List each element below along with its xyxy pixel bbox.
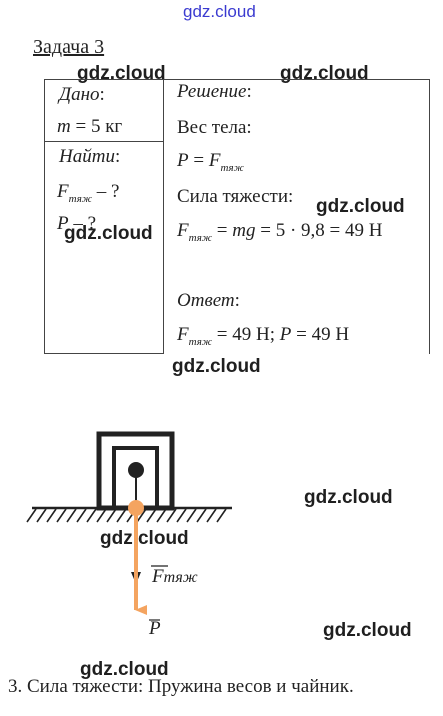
hatch-line — [56, 508, 67, 523]
item3-text: 3. Сила тяжести: Пружина весов и чайник. — [8, 676, 354, 697]
watermark: gdz.cloud — [280, 63, 369, 84]
table-bottom-left-border — [44, 353, 164, 354]
find-heading: Найти: — [59, 146, 121, 167]
given-separator — [44, 141, 164, 142]
given-heading: Дано: — [59, 84, 105, 105]
solution-heading: Решение: — [177, 81, 252, 102]
given-mass: m = 5 кг — [57, 116, 123, 137]
hatch-line — [136, 508, 147, 523]
hatch-line — [166, 508, 177, 523]
hatch-line — [96, 508, 107, 523]
task-title: Задача 3 — [33, 36, 105, 58]
watermark: gdz.cloud — [172, 356, 261, 377]
watermark: gdz.cloud — [77, 63, 166, 84]
hatch-line — [26, 508, 37, 523]
watermark: gdz.cloud — [80, 659, 169, 680]
force-label: Fтяж — [152, 566, 198, 587]
hatch-line — [196, 508, 207, 523]
hatch-line — [36, 508, 47, 523]
hatch-line — [116, 508, 127, 523]
equation-weight: P = Fтяж — [177, 150, 244, 174]
gravity-label: Сила тяжести: — [177, 186, 294, 207]
answer-heading: Ответ: — [177, 290, 240, 311]
table-left-border — [44, 79, 45, 354]
watermark: gdz.cloud — [304, 487, 393, 508]
hatch-line — [46, 508, 57, 523]
hatch-line — [66, 508, 77, 523]
hatch-line — [216, 508, 227, 523]
table-top-border — [44, 79, 430, 80]
hatch-line — [156, 508, 167, 523]
hatch-line — [206, 508, 217, 523]
weight-label-diagram: P — [149, 618, 161, 639]
hatch-line — [76, 508, 87, 523]
hatch-line — [86, 508, 97, 523]
hatch-line — [106, 508, 117, 523]
hatch-line — [186, 508, 197, 523]
hatch-line — [146, 508, 157, 523]
equation-gravity: Fтяж = mg = 5 · 9,8 = 49 Н — [177, 220, 383, 244]
table-right-border — [429, 79, 430, 354]
answer-values: Fтяж = 49 Н; P = 49 Н — [177, 324, 350, 348]
table-divider — [163, 79, 164, 354]
ground-hatching — [26, 508, 227, 523]
watermark: gdz.cloud — [316, 196, 405, 217]
weight-label: Вес тела: — [177, 117, 252, 138]
support-point-dot — [128, 500, 144, 516]
watermark: gdz.cloud — [64, 223, 153, 244]
watermark: gdz.cloud — [323, 620, 412, 641]
hatch-line — [176, 508, 187, 523]
find-force: Fтяж – ? — [57, 181, 120, 205]
watermark-top: gdz.cloud — [183, 2, 256, 21]
find-weight: P – ? — [57, 213, 97, 234]
watermark: gdz.cloud — [100, 528, 189, 549]
